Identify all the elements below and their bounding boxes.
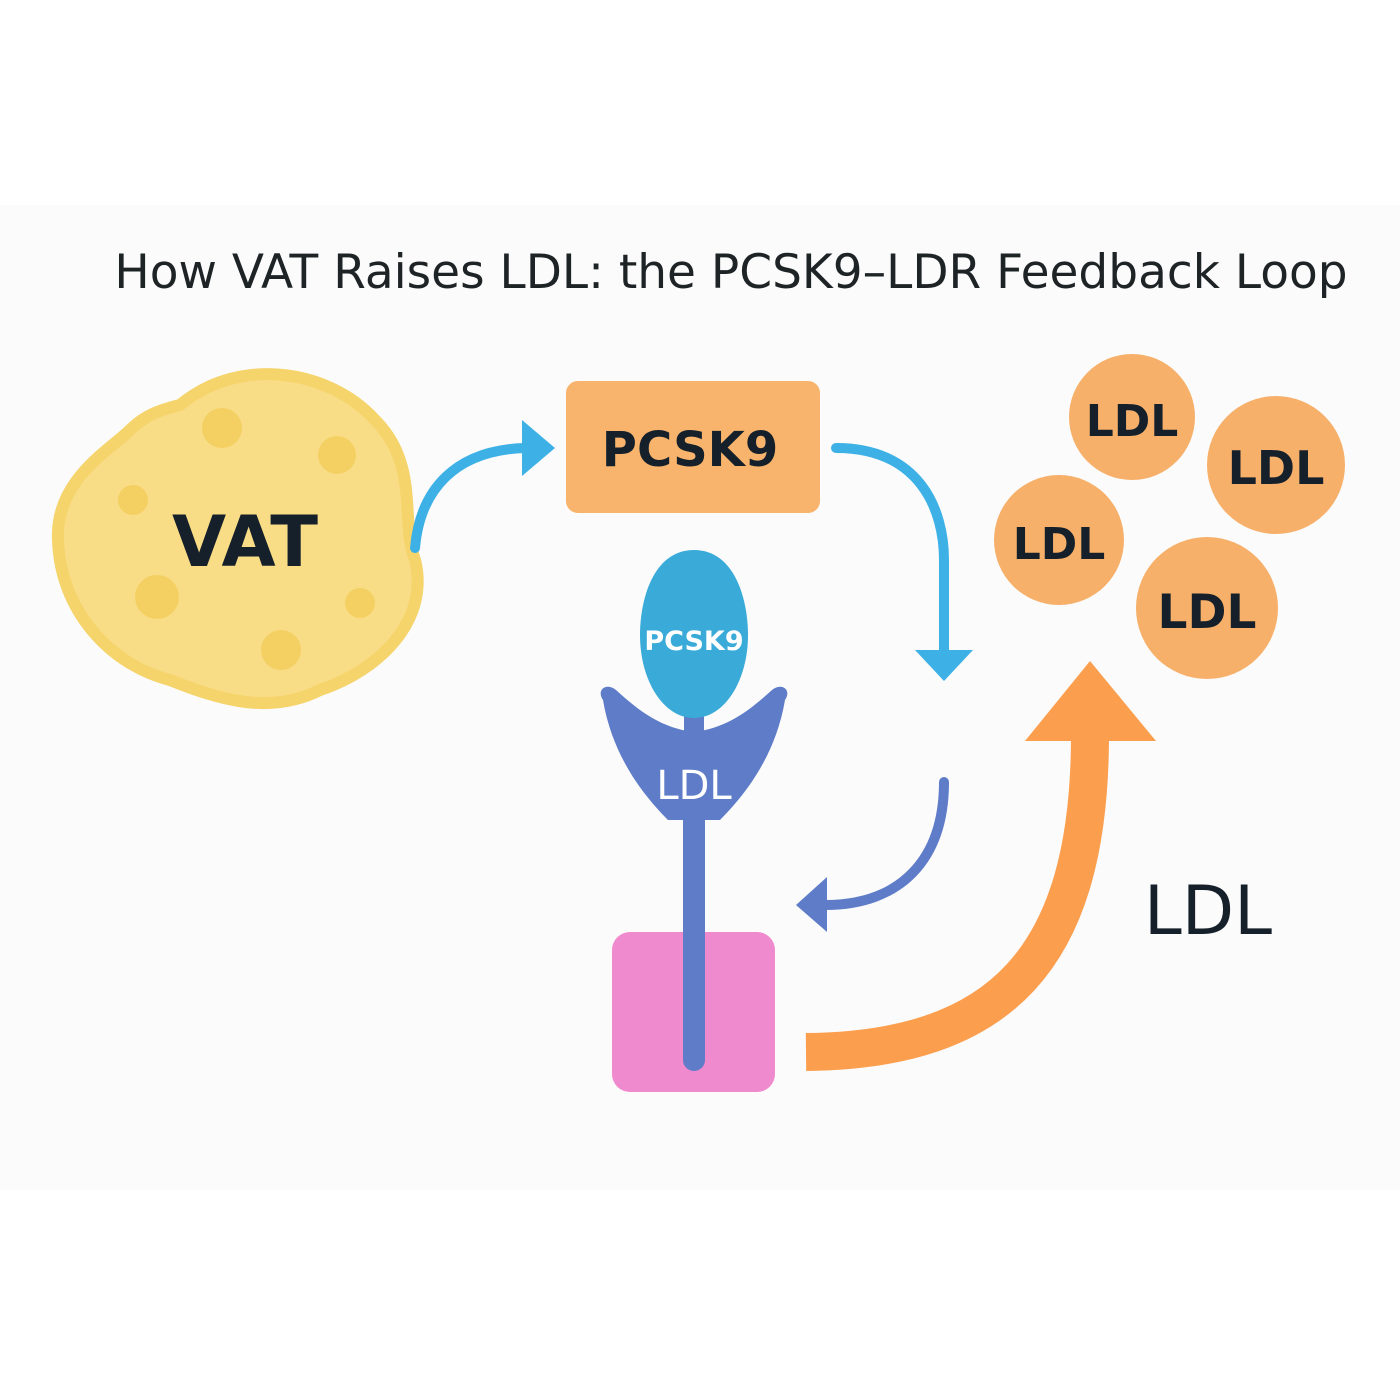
ldl-particle: LDL: [1207, 396, 1345, 534]
ldl-particle-cluster: LDL LDL LDL LDL: [994, 354, 1345, 679]
ldl-particle-label: LDL: [1158, 585, 1257, 640]
ldl-result-label: LDL: [1144, 872, 1272, 951]
arrow-pcsk9-to-receptor: [831, 443, 973, 681]
vat-spot: [318, 436, 356, 474]
ldl-receptor: LDL: [600, 686, 788, 1071]
ldl-particle: LDL: [1069, 354, 1195, 480]
pcsk9-bound-node: PCSK9: [640, 550, 748, 718]
vat-spot: [345, 588, 375, 618]
ldl-particle-label: LDL: [1086, 396, 1179, 447]
diagram-title: How VAT Raises LDL: the PCSK9–LDR Feedba…: [114, 245, 1347, 300]
vat-spot: [202, 408, 242, 448]
vat-adipose-blob: VAT: [51, 368, 424, 710]
vat-spot: [261, 630, 301, 670]
ldl-particle-label: LDL: [1228, 441, 1325, 495]
ldl-particle: LDL: [994, 475, 1124, 605]
vat-spot: [118, 485, 148, 515]
pcsk9-box-label: PCSK9: [602, 422, 778, 478]
receptor-label: LDL: [656, 763, 732, 809]
arrow-degradation-return: [796, 777, 949, 932]
vat-label: VAT: [172, 501, 318, 583]
arrow-ldl-increase: [805, 661, 1156, 1071]
vat-spot: [135, 575, 179, 619]
ldl-particle: LDL: [1136, 537, 1278, 679]
pcsk9-node: PCSK9: [566, 381, 820, 513]
pcsk9-bound-label: PCSK9: [644, 626, 743, 657]
ldl-particle-label: LDL: [1013, 519, 1106, 570]
arrow-vat-to-pcsk9: [410, 420, 555, 553]
